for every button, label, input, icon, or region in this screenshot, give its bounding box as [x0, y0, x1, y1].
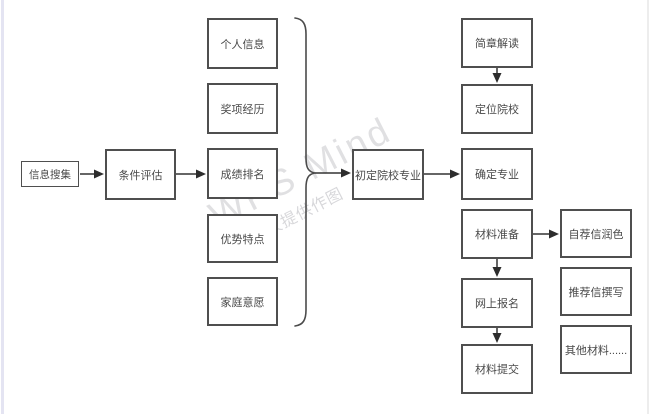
flow-node-brochure[interactable]: 简章解读 — [461, 18, 533, 68]
flow-node-family-wish[interactable]: 家庭意愿 — [207, 277, 278, 326]
flow-node-confirm-major[interactable]: 确定专业 — [461, 148, 533, 200]
arrow-brace-to-initial — [315, 168, 351, 178]
flow-node-advantage[interactable]: 优势特点 — [207, 214, 278, 263]
node-label: 家庭意愿 — [220, 296, 265, 309]
flow-node-initial-choice[interactable]: 初定院校专业 — [352, 149, 424, 200]
arrow-info-to-eval — [80, 169, 104, 179]
arrow-prep-to-letter — [533, 229, 559, 239]
arrow-eval-to-rank — [176, 169, 206, 179]
node-label: 确定专业 — [475, 169, 519, 181]
node-label: 优势特点 — [220, 233, 265, 246]
node-label: 信息搜集 — [29, 168, 71, 181]
node-label: 材料提交 — [475, 364, 519, 376]
flow-node-locate-school[interactable]: 定位院校 — [461, 84, 533, 134]
node-label: 材料准备 — [475, 229, 519, 241]
flow-node-online-reg[interactable]: 网上报名 — [461, 278, 533, 328]
flow-node-material-submit[interactable]: 材料提交 — [461, 344, 533, 394]
node-label: 自荐信润色 — [568, 228, 624, 241]
flow-node-award-exp[interactable]: 奖项经历 — [207, 83, 278, 134]
arrow-initial-to-major — [424, 169, 460, 179]
flow-node-personal-info[interactable]: 个人信息 — [207, 18, 278, 69]
node-label: 定位院校 — [475, 104, 519, 116]
node-label: 简章解读 — [475, 38, 519, 50]
group-brace — [294, 17, 316, 327]
node-label: 其他材料...... — [564, 344, 628, 357]
canvas-edge-right — [647, 0, 649, 414]
flow-node-other-materials[interactable]: 其他材料...... — [560, 325, 632, 374]
arrow-register-to-submit — [492, 328, 502, 343]
node-label: 奖项经历 — [220, 103, 265, 116]
node-label: 成绩排名 — [220, 168, 265, 181]
flow-node-condition-eval[interactable]: 条件评估 — [105, 149, 176, 200]
flow-node-info-collect[interactable]: 信息搜集 — [21, 161, 79, 187]
canvas-edge-left — [1, 0, 4, 414]
flow-node-score-rank[interactable]: 成绩排名 — [207, 148, 278, 199]
flow-node-self-letter[interactable]: 自荐信润色 — [560, 209, 632, 258]
arrow-prep-to-register — [492, 259, 502, 277]
node-label: 网上报名 — [475, 298, 519, 310]
node-label: 推荐信撰写 — [568, 286, 624, 299]
node-label: 个人信息 — [220, 38, 265, 51]
node-label: 条件评估 — [118, 169, 163, 182]
arrow-brochure-to-locate — [492, 68, 502, 83]
node-label: 初定院校专业 — [355, 169, 421, 182]
flow-node-material-prep[interactable]: 材料准备 — [461, 209, 533, 259]
flow-node-rec-letter[interactable]: 推荐信撰写 — [560, 267, 632, 316]
